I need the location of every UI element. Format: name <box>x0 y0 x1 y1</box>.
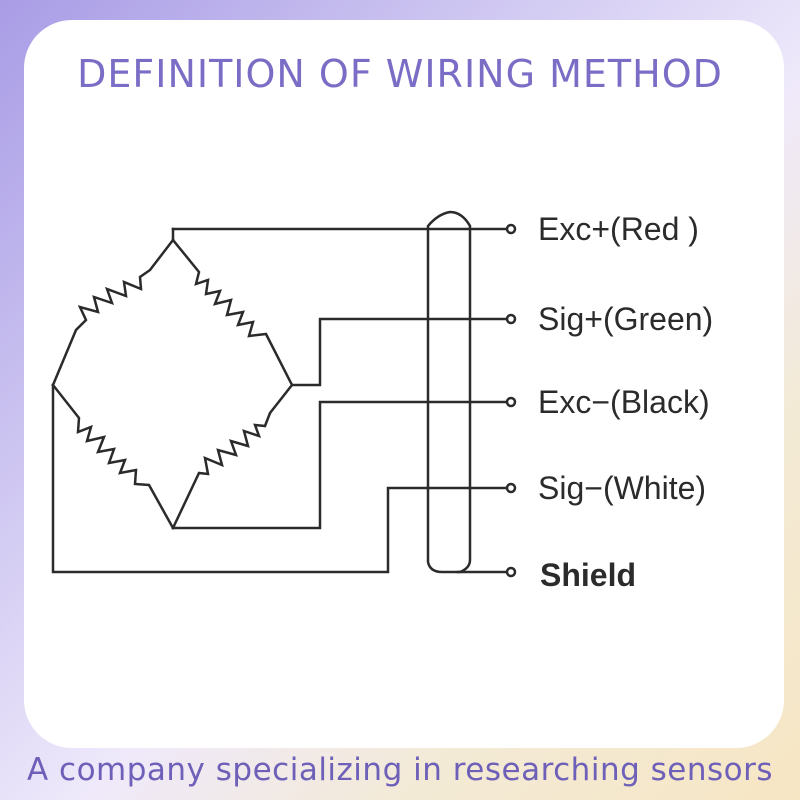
resistor-top-left <box>51 238 175 387</box>
terminal-label-exc-minus: Exc−(Black) <box>538 384 710 420</box>
terminal-label-exc-plus: Exc+(Red ) <box>538 211 699 247</box>
footer-tagline: A company specializing in researching se… <box>26 752 774 788</box>
resistor-bottom-right <box>171 383 294 530</box>
page-title: DEFINITION OF WIRING METHOD <box>77 52 723 96</box>
terminal-label-sig-minus: Sig−(White) <box>538 470 706 506</box>
terminal-shield <box>505 566 517 578</box>
terminal-sig-minus <box>505 482 517 494</box>
wire-sig-plus <box>290 317 508 387</box>
terminal-exc-plus <box>505 223 517 235</box>
terminal-sig-plus <box>505 313 517 325</box>
terminal-label-sig-plus: Sig+(Green) <box>538 301 713 337</box>
wire-sig-minus <box>51 383 508 574</box>
terminal-label-shield: Shield <box>540 557 636 593</box>
wire-exc-minus <box>171 400 508 530</box>
resistor-top-right <box>171 238 294 387</box>
resistor-bottom-left <box>51 383 175 530</box>
terminal-exc-minus <box>505 396 517 408</box>
content-card <box>24 20 784 748</box>
cable-sheath <box>426 210 472 574</box>
